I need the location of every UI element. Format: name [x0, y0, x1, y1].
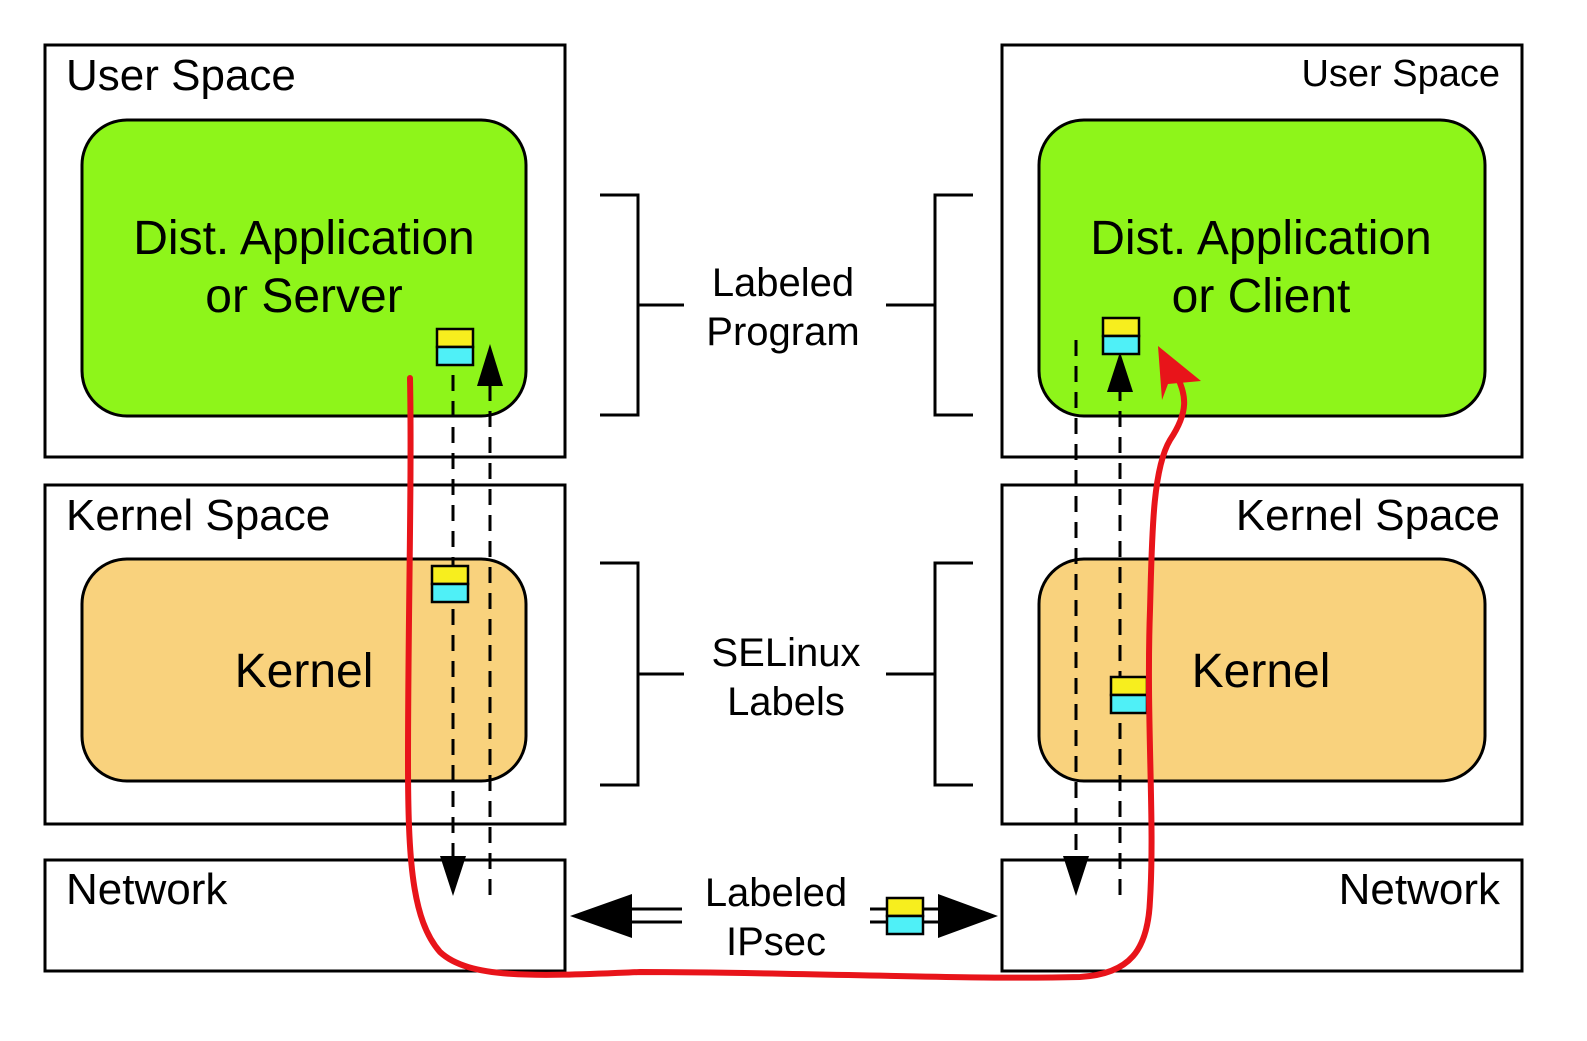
- label-token-right-app: [1101, 316, 1141, 356]
- left-network-label: Network: [66, 865, 228, 914]
- left-bracket-selinux: [600, 561, 684, 787]
- label-token-right-kernel: [1109, 675, 1149, 715]
- left-double-arrow: [570, 894, 682, 938]
- right-host: User Space Dist. Application or Client K…: [1000, 43, 1524, 973]
- selinux-labels-line1: SELinux: [712, 631, 861, 675]
- left-user-space-label: User Space: [66, 51, 296, 100]
- right-kernel-space-label: Kernel Space: [1236, 491, 1500, 540]
- labeled-ipsec-line1: Labeled: [705, 871, 847, 915]
- right-dashed-up-head: [1107, 352, 1133, 392]
- left-dashed-arrows: [440, 344, 503, 896]
- red-flow-path: [405, 346, 1201, 981]
- labeled-program-annotation: Labeled Program: [600, 193, 973, 417]
- label-token-left-app: [435, 327, 475, 367]
- left-network-box: [43, 858, 567, 973]
- right-kernel-label: Kernel: [1192, 645, 1331, 698]
- red-flow-line: [405, 375, 1188, 981]
- right-app-label-line1: Dist. Application: [1090, 212, 1432, 265]
- right-network-box: [1000, 858, 1524, 973]
- left-app-label-line1: Dist. Application: [133, 212, 475, 265]
- left-bracket-program: [600, 193, 684, 417]
- right-kernel-space-box: [1000, 483, 1524, 826]
- right-dashed-down-head: [1063, 856, 1089, 896]
- label-token-left-kernel: [430, 564, 470, 604]
- left-dashed-up-head: [477, 344, 503, 386]
- labeled-program-line2: Program: [706, 310, 859, 354]
- labeled-ipsec-annotation: Labeled IPsec: [570, 871, 998, 964]
- left-kernel-label: Kernel: [235, 645, 374, 698]
- right-bracket-selinux: [886, 561, 973, 787]
- left-user-space-box: [43, 43, 567, 459]
- left-application-box: [80, 118, 528, 418]
- left-dashed-down-head: [440, 856, 466, 896]
- label-token-ipsec: [885, 896, 925, 936]
- left-kernel-space-label: Kernel Space: [66, 491, 330, 540]
- left-kernel-box: [80, 557, 528, 783]
- left-app-label-line2: or Server: [205, 270, 402, 323]
- left-host: User Space Dist. Application or Server K…: [43, 43, 567, 973]
- labeled-program-line1: Labeled: [712, 261, 854, 305]
- right-application-box: [1037, 118, 1487, 418]
- labeled-ipsec-line2: IPsec: [726, 920, 826, 964]
- right-network-label: Network: [1339, 865, 1501, 914]
- selinux-labels-annotation: SELinux Labels: [600, 561, 973, 787]
- right-app-label-line2: or Client: [1172, 270, 1351, 323]
- right-user-space-label: User Space: [1301, 53, 1500, 95]
- right-dashed-arrows: [1063, 340, 1133, 896]
- right-bracket-program: [886, 193, 973, 417]
- right-user-space-box: [1000, 43, 1524, 459]
- selinux-labels-line2: Labels: [727, 680, 845, 724]
- red-flow-arrowhead: [1158, 346, 1201, 400]
- left-kernel-space-box: [43, 483, 567, 826]
